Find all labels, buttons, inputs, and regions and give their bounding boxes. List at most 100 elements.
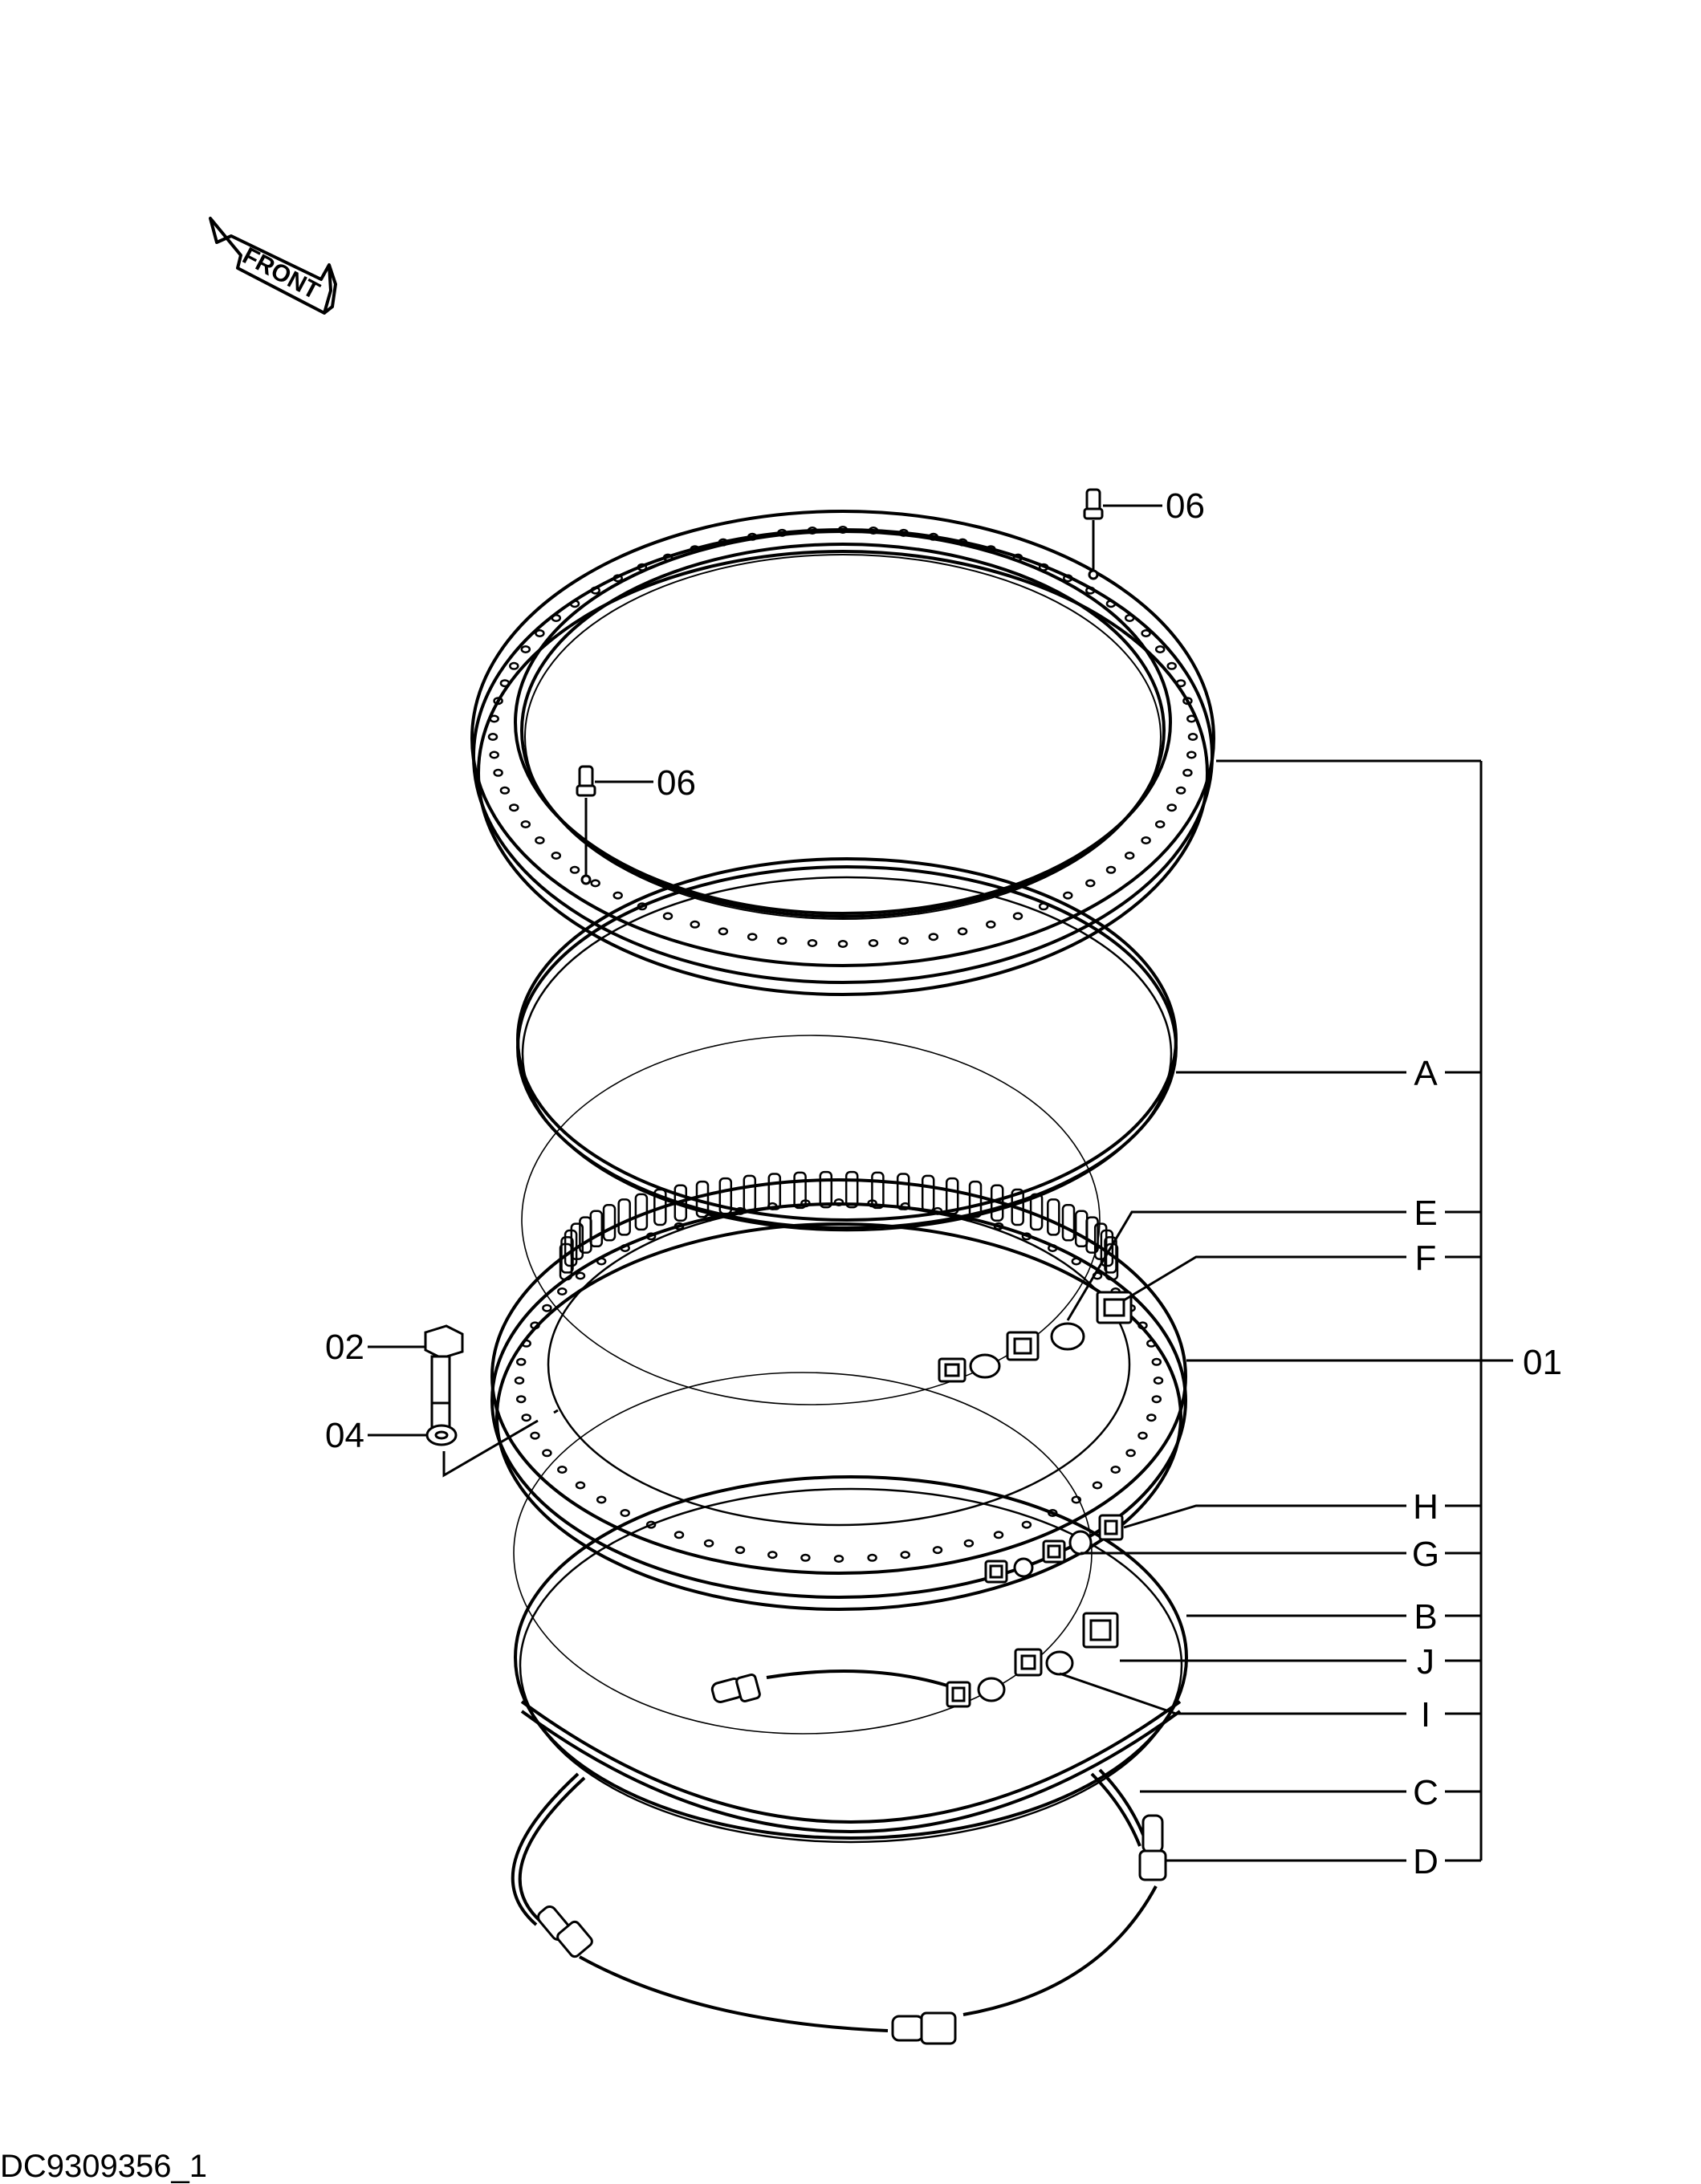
bolt-hole <box>645 1232 657 1241</box>
bolt-hole <box>535 836 545 844</box>
bolt-hole <box>637 563 648 571</box>
gear-teeth <box>559 1170 1119 1281</box>
bolt-hole <box>1137 1321 1148 1330</box>
bolt-hole <box>837 526 848 534</box>
spacer-e-f <box>938 1291 1133 1383</box>
drawing-id: DC9309356_1 <box>0 2149 207 2184</box>
bolt-hole <box>542 1303 552 1312</box>
gear-tooth <box>653 1188 667 1226</box>
bolt-hole <box>807 527 818 535</box>
bolt-hole <box>1166 661 1177 670</box>
bolt-hole <box>535 629 545 637</box>
bolt-hole <box>767 1551 778 1560</box>
gear-tooth <box>589 1210 604 1248</box>
gear-tooth <box>871 1171 885 1210</box>
bolt-hole <box>833 1555 844 1563</box>
bolt-hole <box>1186 750 1197 759</box>
gear-tooth <box>1104 1236 1117 1274</box>
bolt-hole <box>747 532 758 541</box>
bolt-hole <box>551 852 562 860</box>
bolt-hole <box>690 920 700 929</box>
bolt-hole <box>499 786 511 795</box>
bolt-hole <box>489 750 499 759</box>
inner-gear-ring <box>490 1170 1187 1611</box>
bolt-hole <box>520 645 531 653</box>
gear-tooth <box>1061 1204 1076 1242</box>
bolt-hole <box>867 1553 877 1562</box>
bolt-hole <box>1038 563 1049 571</box>
bolt-hole <box>993 1531 1004 1539</box>
bolt-hole <box>575 1271 586 1280</box>
gear-tooth <box>695 1180 710 1218</box>
bolt-hole <box>1186 714 1197 723</box>
bolt-hole <box>489 714 499 723</box>
front-arrow-icon: FRONT <box>207 217 338 315</box>
bolt-hole <box>993 1222 1004 1230</box>
bolt-hole <box>900 1551 910 1560</box>
part-letter-c: C <box>1413 1773 1439 1812</box>
bolt-hole <box>747 933 758 942</box>
bolt-hole <box>514 1377 525 1385</box>
bolt-hole <box>557 1287 568 1295</box>
bolt-hole <box>673 1531 685 1539</box>
bolt-hole <box>1141 629 1151 637</box>
bolt-hole <box>499 679 511 688</box>
bolt-hole <box>575 1481 586 1490</box>
bolt-hole <box>1063 574 1073 583</box>
bolt-hole <box>986 920 996 929</box>
bolt-hole <box>1153 1377 1164 1385</box>
bolt-hole <box>735 1546 746 1555</box>
plug-icon <box>537 1674 1167 2045</box>
gear-tooth <box>570 1222 584 1260</box>
bolt-hole <box>612 574 623 583</box>
callout-02: 02 <box>325 1328 364 1367</box>
grease-fitting-inner <box>576 765 653 885</box>
gear-tooth <box>602 1204 617 1242</box>
bolt-hole <box>1182 768 1193 777</box>
bolt-hole <box>718 927 729 936</box>
part-letter-a: A <box>1414 1054 1438 1093</box>
bolt-hole <box>1012 553 1023 562</box>
bolt-hole <box>520 820 531 828</box>
bolt-hole <box>509 803 519 812</box>
part-letter-h: H <box>1413 1487 1439 1527</box>
bolt-hole <box>932 1206 943 1215</box>
seal-a <box>516 857 1178 1232</box>
bolt-hole <box>1124 614 1135 622</box>
bolt-hole <box>833 1198 844 1206</box>
gear-tooth <box>634 1193 649 1231</box>
bolt-hole <box>1166 803 1177 812</box>
bolt-hole <box>596 1257 607 1266</box>
bolt-hole <box>662 553 673 562</box>
bolt-hole <box>515 1357 527 1366</box>
spacer-i-j <box>946 1612 1119 1708</box>
bolt-hole <box>1187 733 1198 741</box>
bolt-hole <box>1175 786 1186 795</box>
bolt-hole <box>1137 1431 1148 1440</box>
bolt-hole <box>1071 1495 1082 1504</box>
bolt-hole <box>1071 1257 1082 1266</box>
bolt-hole <box>718 538 729 547</box>
part-letter-i: I <box>1421 1695 1430 1735</box>
bolt-hole <box>1048 1244 1058 1252</box>
gear-tooth <box>844 1170 859 1209</box>
gear-tooth <box>617 1198 631 1236</box>
upper-bearing-ring <box>470 510 1215 996</box>
bolt-hole <box>612 891 623 900</box>
bolt-hole <box>957 538 968 547</box>
bolt-hole <box>590 879 600 888</box>
bolt-hole <box>928 532 939 541</box>
part-letter-f: F <box>1415 1238 1437 1278</box>
bolt-hole <box>1154 820 1166 828</box>
bolt-hole <box>1141 836 1151 844</box>
bolt-hole <box>898 528 909 537</box>
bolt-hole <box>596 1495 607 1504</box>
gear-tooth <box>767 1173 782 1210</box>
part-letter-e: E <box>1414 1194 1437 1233</box>
gear-tooth <box>673 1184 688 1222</box>
bolt-hole <box>1021 1232 1032 1241</box>
gear-tooth <box>1011 1188 1024 1226</box>
bolt-hole <box>932 1546 943 1555</box>
bolt-hole <box>777 528 787 537</box>
bolt-hole <box>487 733 498 741</box>
